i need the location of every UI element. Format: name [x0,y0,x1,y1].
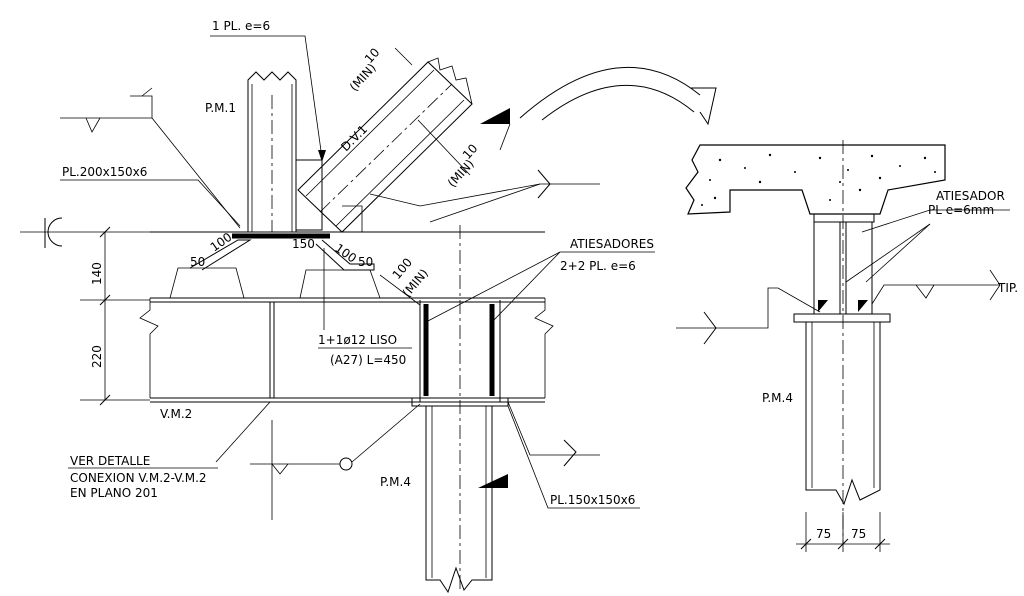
label-pm1: P.M.1 [205,101,236,115]
concrete-slab [685,144,946,215]
ver-detalle-2: CONEXION V.M.2-V.M.2 [70,471,207,485]
label-pm4-right: P.M.4 [762,391,793,405]
dimension-75-75: 75 75 [796,512,890,552]
dim-100-left: 100 [208,230,235,255]
dim-50-right: 50 [358,255,373,269]
ver-detalle-1: VER DETALLE [70,454,150,468]
dim-100-right: 100 [332,241,359,266]
dimension-vertical: 140 220 [20,217,150,406]
dim-150: 150 [292,237,315,251]
leaders-top-left: 1 PL. e=6 PL.200x150x6 [60,19,326,229]
label-atiesadores-spec: 2+2 PL. e=6 [560,259,636,273]
dim-min10-bottom-min: (MIN) [445,157,477,190]
label-pm4-left: P.M.4 [380,475,411,489]
beam-vm2 [139,231,554,403]
dim-75-right: 75 [851,527,866,541]
dim-50-left: 50 [190,255,205,269]
dim-min10-top-min: (MIN) [347,61,379,94]
leaders-right: ATIESADOR PL e=6mm TIP. [676,189,1018,345]
dim-75-left: 75 [816,527,831,541]
label-vm2: V.M.2 [160,407,192,421]
label-tip: TIP. [997,281,1018,295]
label-pl150: PL.150x150x6 [550,493,635,507]
ver-detalle-3: EN PLANO 201 [70,486,158,500]
column-pm1: P.M.1 [205,71,323,232]
label-bar-spec-1: 1+1ø12 LISO [318,333,397,347]
label-bar-spec-2: (A27) L=450 [330,353,406,367]
label-dv1: D.V.1 [338,122,370,154]
dim-min10-top-value: 10 [362,45,383,66]
base-plate-and-bars: 50 100 150 100 50 100 (MIN) [189,230,431,306]
column-head-right [793,140,891,545]
dim-220: 220 [90,345,104,368]
stiffeners: ATIESADORES 2+2 PL. e=6 [419,225,655,590]
dim-min10-bottom-value: 10 [460,141,481,162]
weld-symbols-brace [369,108,600,223]
label-atiesador-spec: PL e=6mm [928,203,994,217]
rebar-spec: 1+1ø12 LISO (A27) L=450 [318,248,412,367]
vm2-reference: V.M.2 VER DETALLE CONEXION V.M.2-V.M.2 E… [68,401,421,520]
label-pl-top: 1 PL. e=6 [212,19,270,33]
brace-dv1: D.V.1 10 (MIN) 10 (MIN) [297,45,481,233]
curved-arrow [519,66,717,126]
label-atiesadores: ATIESADORES [570,237,654,251]
label-pl200: PL.200x150x6 [62,165,147,179]
column-pm4-right: P.M.4 [762,322,881,506]
column-pm4-left: P.M.4 PL.150x150x6 [380,397,640,594]
label-atiesador: ATIESADOR [936,189,1005,203]
dim-140: 140 [90,262,104,285]
